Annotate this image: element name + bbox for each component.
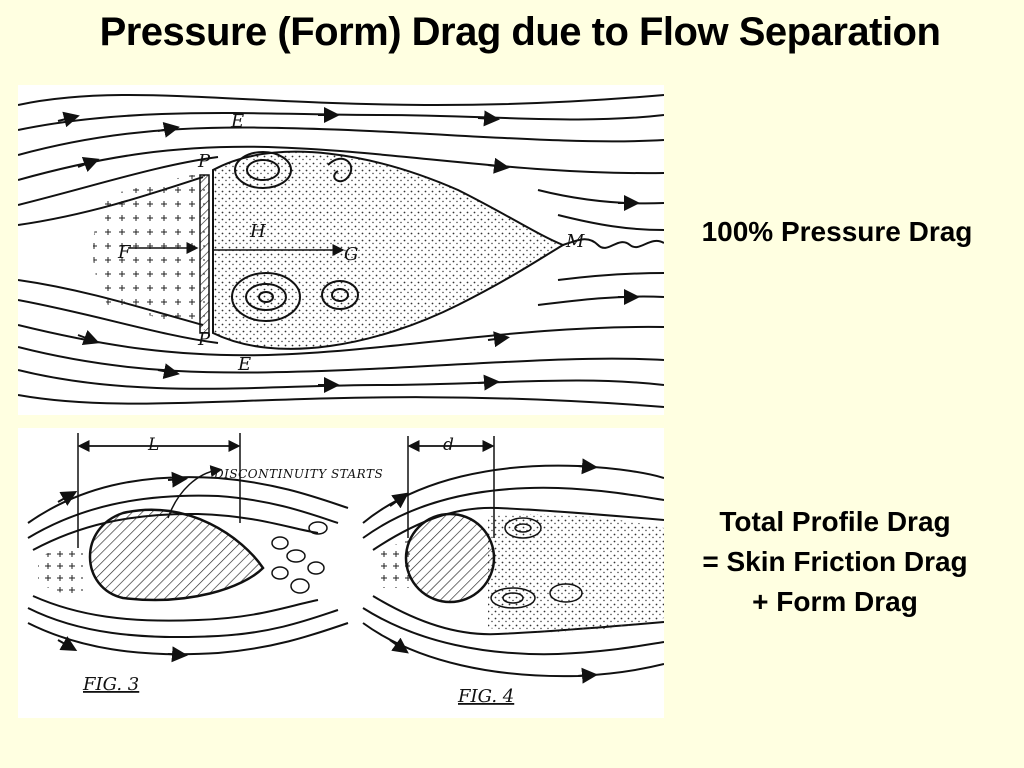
fig3-length-label: L: [147, 435, 159, 455]
fig3-stagnation-region: [38, 545, 83, 595]
letter-h: H: [249, 221, 266, 242]
streamlined-body: [88, 508, 265, 602]
fig4-arrows: [389, 458, 598, 684]
fig4-stagnation-region: [378, 540, 410, 588]
fig3-wake-eddies: [271, 521, 328, 594]
letter-p-top: P: [197, 151, 211, 172]
flow-arrows: [57, 107, 640, 393]
fig4-diameter-dimension: [407, 436, 495, 538]
letter-m: M: [565, 231, 585, 252]
letter-g: G: [344, 244, 358, 265]
streamlined-and-cylinder-flow-diagram: L DISCONTINUITY STARTS FIG. 3: [18, 428, 664, 718]
fig4-diameter-label: d: [443, 435, 454, 455]
slide-title: Pressure (Form) Drag due to Flow Separat…: [99, 10, 941, 54]
letter-f: F: [117, 242, 132, 263]
flat-plate-flow-diagram: E P H F G M P E: [18, 85, 664, 415]
wake-tail: [562, 238, 664, 249]
fig4-wake-eddies: [490, 517, 583, 609]
flat-plate: [199, 174, 210, 334]
letter-p-bottom: P: [197, 329, 211, 350]
eddies: [231, 151, 359, 322]
fig3-length-dimension: [77, 433, 241, 548]
fig4-wake-region: [488, 514, 664, 633]
fig3-caption: FIG. 3: [82, 674, 139, 695]
total-profile-drag-label: Total Profile Drag = Skin Friction Drag …: [668, 502, 1002, 622]
discontinuity-pointer: [167, 465, 223, 519]
letter-e-top: E: [230, 111, 244, 132]
fig3-arrows: [57, 471, 188, 663]
total-profile-line-1: Total Profile Drag: [719, 506, 951, 537]
discontinuity-label: DISCONTINUITY STARTS: [213, 467, 383, 481]
pressure-drag-label: 100% Pressure Drag: [701, 216, 973, 247]
total-profile-line-2: = Skin Friction Drag: [702, 546, 968, 577]
cylinder: [404, 512, 496, 604]
stagnation-region: [93, 173, 205, 330]
fig4-caption: FIG. 4: [457, 686, 514, 707]
letter-e-bottom: E: [237, 354, 251, 375]
total-profile-line-3: + Form Drag: [752, 586, 918, 617]
